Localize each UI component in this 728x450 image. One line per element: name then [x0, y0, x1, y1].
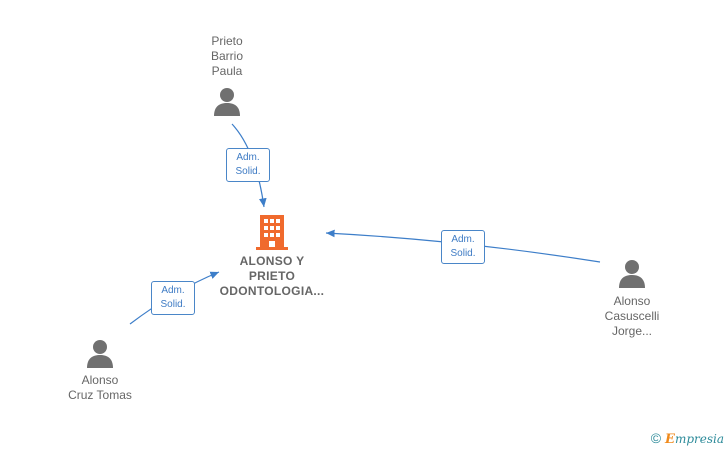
edge-label-line: Adm.	[451, 234, 475, 245]
person-name-line: Paula	[211, 64, 243, 78]
edge-label-line: Solid.	[160, 299, 186, 310]
company-name-line: ODONTOLOGIA...	[219, 284, 325, 298]
edge-label-line: Adm.	[161, 285, 185, 296]
edge-label-line: Adm.	[236, 152, 260, 163]
brand-name: mpresia	[674, 432, 724, 446]
company-name-line: ALONSO Y	[239, 254, 305, 268]
person-icon	[87, 340, 113, 368]
person-icon	[214, 88, 240, 116]
empresia-logo: ©Empresia	[651, 430, 724, 447]
building-icon	[256, 215, 288, 250]
edge-label-right[interactable]: Adm. Solid.	[441, 230, 485, 264]
person-name-line: Cruz Tomas	[68, 388, 132, 402]
person-name-line: Alonso	[613, 294, 651, 308]
copyright-symbol: ©	[650, 430, 662, 446]
edge-label-bottom[interactable]: Adm. Solid.	[151, 281, 195, 315]
brand-initial: E	[665, 432, 675, 447]
edge-label-line: Solid.	[450, 248, 476, 259]
person-name-line: Jorge...	[611, 324, 653, 338]
person-name-line: Casuscelli	[604, 309, 660, 323]
person-node-alonso-cruz-tomas[interactable]: Alonso Cruz Tomas	[52, 338, 148, 403]
person-node-alonso-casuscelli-jorge[interactable]: Alonso Casuscelli Jorge...	[586, 258, 678, 339]
person-name-line: Barrio	[210, 49, 243, 63]
person-icon	[619, 260, 645, 288]
edge-label-line: Solid.	[235, 166, 261, 177]
person-name-line: Prieto	[211, 34, 243, 48]
company-node-alonso-y-prieto[interactable]: ALONSO Y PRIETO ODONTOLOGIA...	[206, 214, 338, 299]
person-node-prieto-barrio-paula[interactable]: Prieto Barrio Paula	[180, 34, 274, 116]
person-name-line: Alonso	[81, 373, 119, 387]
company-name-line: PRIETO	[248, 269, 296, 283]
edge-label-top[interactable]: Adm. Solid.	[226, 148, 270, 182]
